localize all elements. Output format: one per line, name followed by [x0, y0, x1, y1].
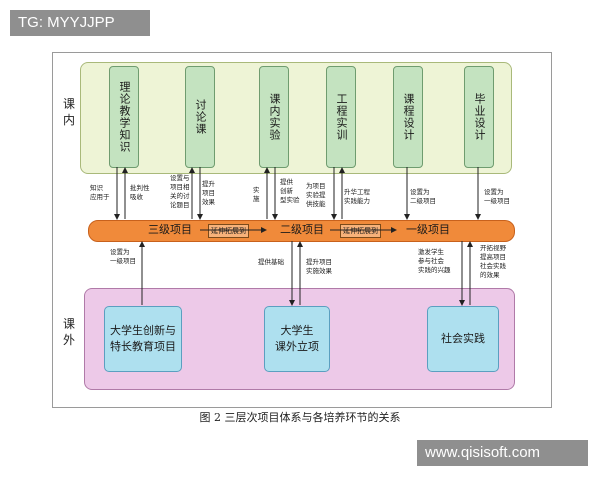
watermark-bottom: www.qisisoft.com: [417, 440, 588, 466]
section-label-outside: 课外: [62, 317, 75, 347]
inside-item-lab: 课内实验: [259, 66, 289, 168]
extend-label-left: 延伸拓展到: [208, 224, 249, 238]
inside-item-training: 工程实训: [326, 66, 356, 168]
outside-item-extracurricular: 大学生 课外立项: [264, 306, 330, 372]
inside-panel: [80, 62, 512, 174]
inside-item-label: 理论教学知识: [118, 81, 131, 153]
note-stimulate-interest: 激发学生 参与社会 实践的兴趣: [418, 248, 451, 274]
inside-item-label: 工程实训: [335, 93, 348, 141]
note-provide-skills: 为项目 实验提 供技能: [306, 182, 326, 208]
section-label-inside: 课内: [62, 97, 75, 127]
outside-item-label: 大学生创新与 特长教育项目: [110, 324, 176, 353]
outside-item-label: 社会实践: [441, 332, 485, 345]
note-implement: 实 施: [253, 186, 260, 203]
inside-item-label: 讨论课: [194, 99, 207, 135]
figure-caption: 图 2 三层次项目体系与各培养环节的关系: [199, 411, 401, 424]
level-first: 一级项目: [406, 223, 450, 236]
outside-item-social-practice: 社会实践: [427, 306, 499, 372]
note-innovative-lab: 提供 创新 型实验: [280, 178, 300, 204]
extend-label-right: 延伸拓展到: [340, 224, 381, 238]
inside-item-label: 课内实验: [268, 93, 281, 141]
note-improve-effect: 提升 项目 效果: [202, 180, 215, 206]
level-third: 三级项目: [148, 223, 192, 236]
outside-item-innovation: 大学生创新与 特长教育项目: [104, 306, 182, 372]
note-provide-basis: 提供基础: [258, 258, 284, 266]
watermark-top: TG: MYYJJPP: [10, 10, 150, 36]
inside-item-course-design: 课程设计: [393, 66, 423, 168]
note-set-first-level: 设置为 一级项目: [484, 188, 510, 205]
note-critical-absorb: 批判性 吸收: [130, 184, 150, 201]
note-discussion-topics: 设置与 项目相 关的讨 论题目: [170, 174, 190, 209]
level-second: 二级项目: [280, 223, 324, 236]
note-lower-set-first-level: 设置为 一级项目: [110, 248, 136, 265]
note-knowledge-applied: 知识 应用于: [90, 184, 110, 201]
note-improve-implementation: 提升项目 实施效果: [306, 258, 332, 275]
note-engineering-ability: 升华工程 实践能力: [344, 188, 370, 205]
inside-item-label: 毕业设计: [473, 93, 486, 141]
inside-item-discussion: 讨论课: [185, 66, 215, 168]
note-set-second-level: 设置为 二级项目: [410, 188, 436, 205]
inside-item-label: 课程设计: [402, 93, 415, 141]
outside-item-label: 大学生 课外立项: [275, 324, 319, 353]
inside-item-theory: 理论教学知识: [109, 66, 139, 168]
note-broaden-horizon: 开拓视野 提高项目 社会实践 的效果: [480, 244, 506, 279]
inside-item-graduation-design: 毕业设计: [464, 66, 494, 168]
